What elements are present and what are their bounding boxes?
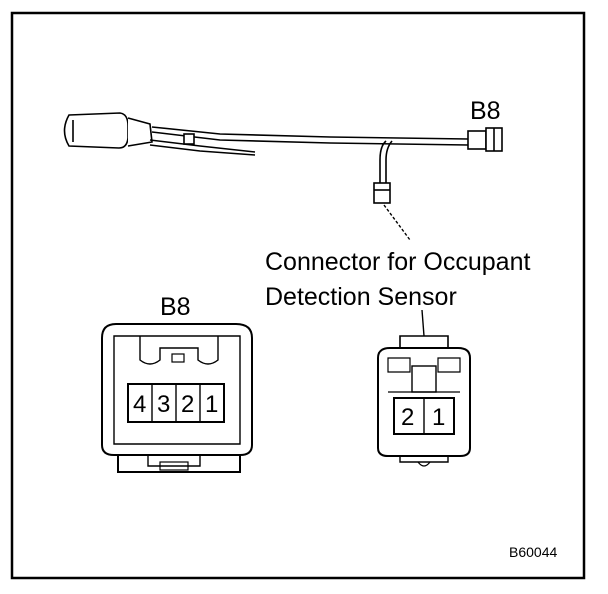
b8-pin-3: 3 (157, 391, 170, 418)
b8-front-label: B8 (160, 293, 191, 321)
occupant-connector (377, 309, 471, 467)
occupant-connector-label-line1: Connector for Occupant (265, 248, 530, 276)
figure-code: B60044 (509, 544, 557, 560)
occupant-pin-1: 1 (432, 404, 445, 431)
b8-top-label: B8 (470, 97, 501, 125)
b8-pin-2: 2 (181, 391, 194, 418)
leader-line-occupant (383, 204, 411, 241)
b8-connector (101, 323, 253, 473)
wire-harness (63, 112, 503, 204)
b8-pin-4: 4 (133, 391, 146, 418)
occupant-pin-2: 2 (401, 404, 414, 431)
b8-pin-1: 1 (205, 391, 218, 418)
occupant-connector-label-line2: Detection Sensor (265, 283, 457, 311)
diagram-frame (10, 11, 586, 580)
